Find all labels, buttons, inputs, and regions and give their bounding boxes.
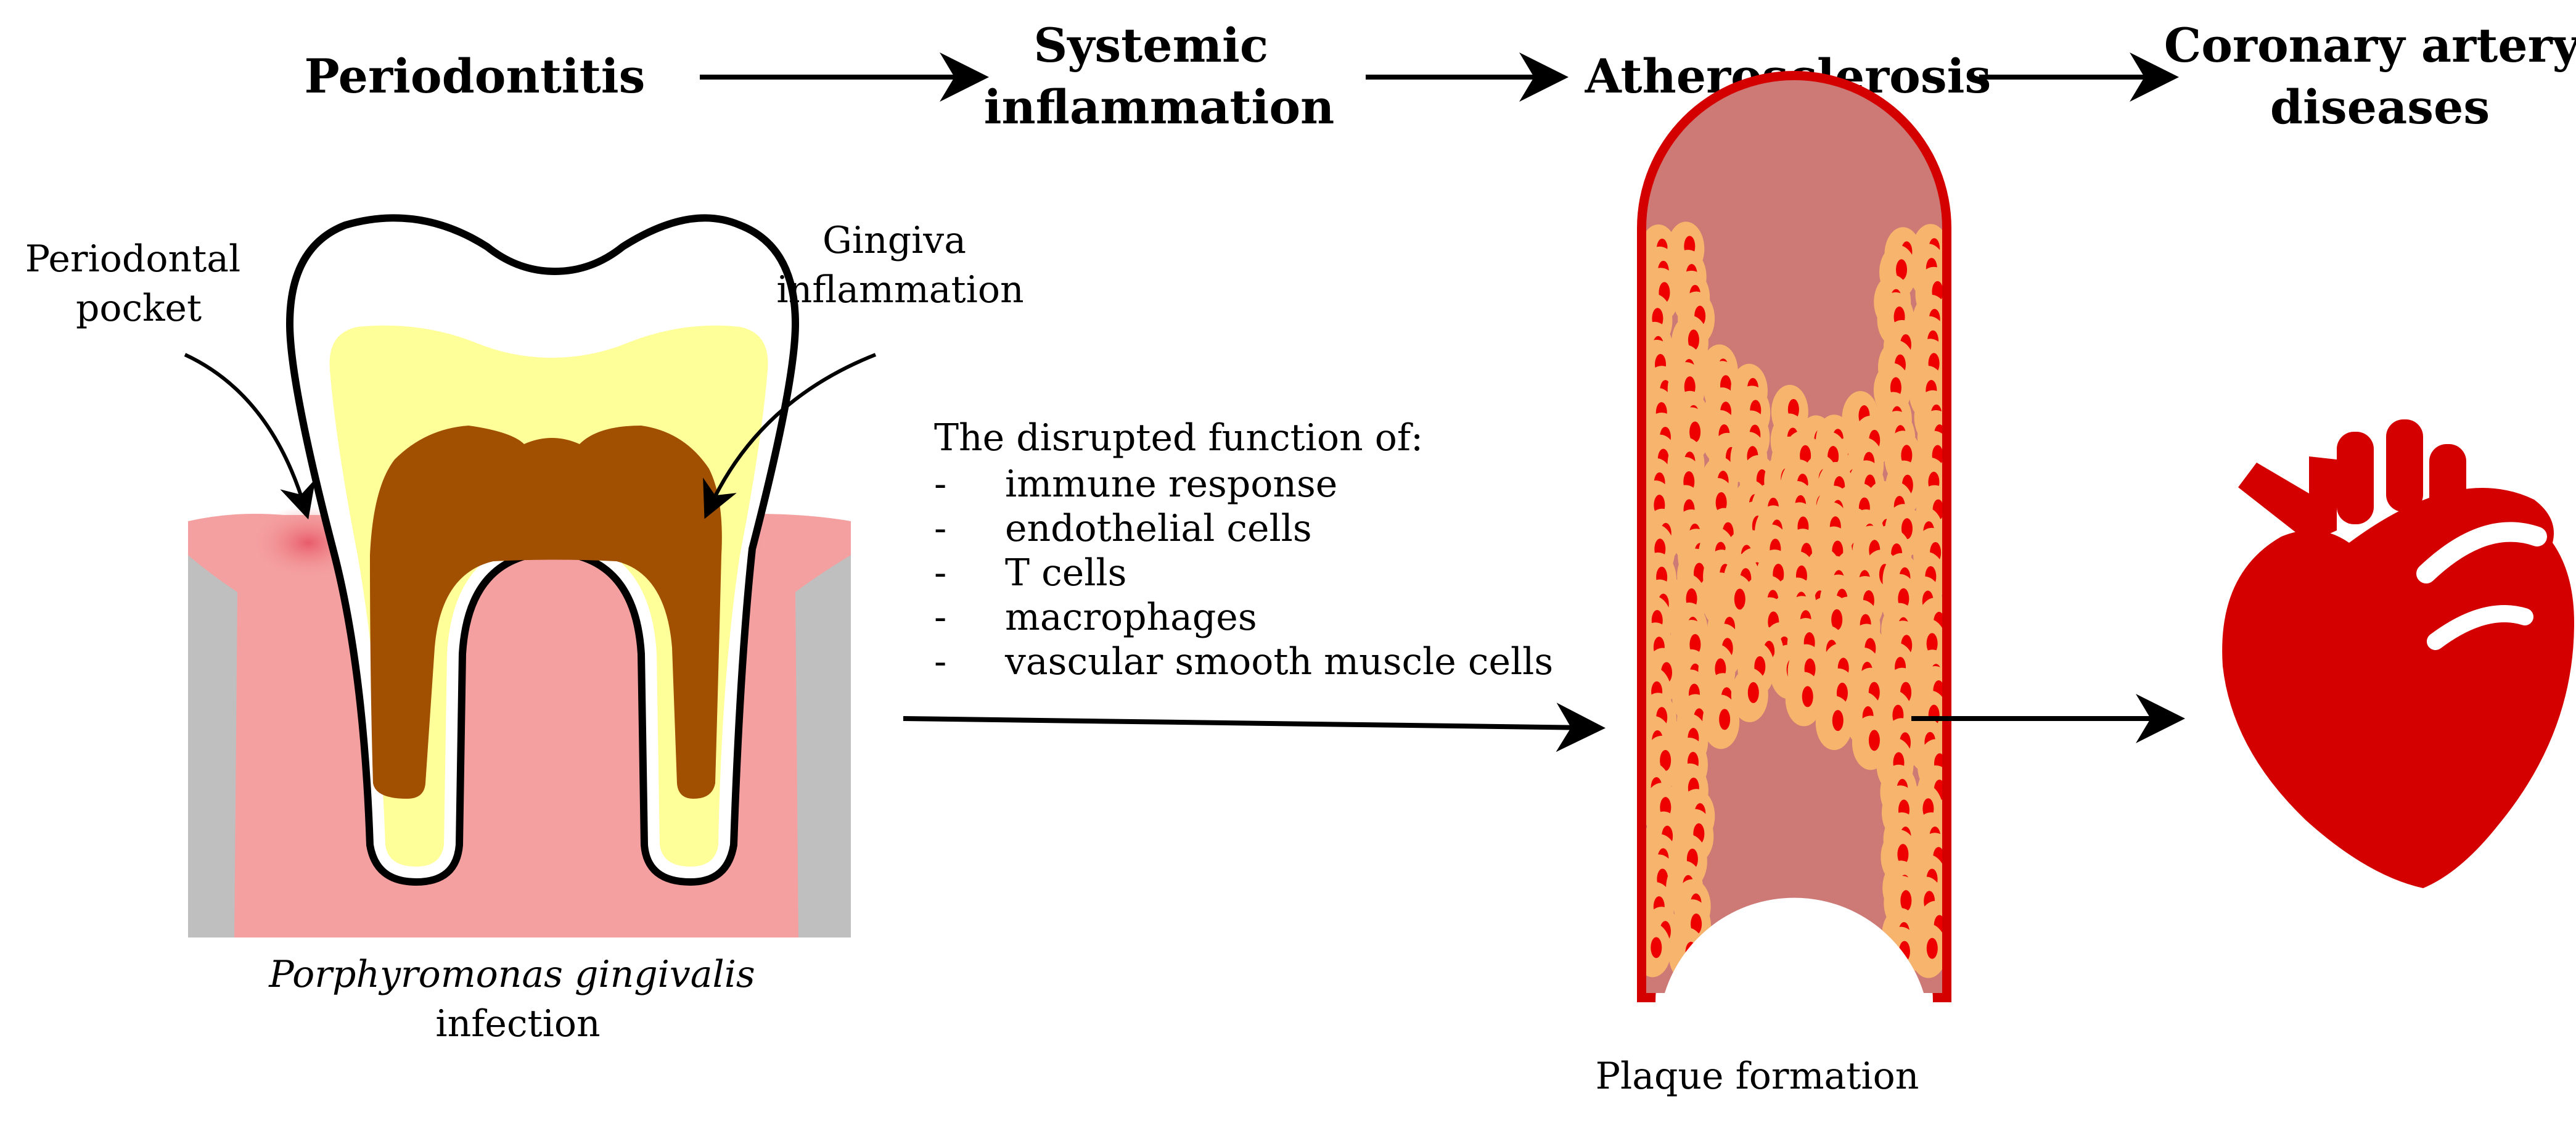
cell-nucleus xyxy=(1926,938,1938,959)
cell-nucleus xyxy=(1688,329,1699,351)
cell-nucleus xyxy=(1685,941,1697,963)
long-arrow-to-artery xyxy=(903,703,1606,752)
cell-nucleus xyxy=(1719,709,1731,730)
cell-nucleus xyxy=(1689,421,1701,443)
label-periodontal-pocket: Periodontal pocket xyxy=(25,237,253,330)
gingiva-arrow xyxy=(703,353,877,519)
caption-plaque-formation: Plaque formation xyxy=(1596,1055,1919,1098)
disruption-list: - immune response - endothelial cells - T cel… xyxy=(934,463,1553,683)
list-item: macrophages xyxy=(1005,596,1257,639)
cell-nucleus xyxy=(1747,682,1759,703)
list-bullet: - xyxy=(934,463,946,506)
cell-nucleus xyxy=(1896,259,1908,281)
cell-nucleus xyxy=(1901,518,1913,540)
cell-nucleus xyxy=(1651,937,1662,958)
cell-nucleus xyxy=(1832,710,1844,731)
label-gingiva-inflammation: Gingiva inflammation xyxy=(776,219,1023,311)
list-item: immune response xyxy=(1005,463,1337,506)
plaque-cell xyxy=(1668,927,1706,982)
cell-nucleus xyxy=(1900,890,1912,912)
list-item: T cells xyxy=(1005,551,1126,595)
list-item: vascular smooth muscle cells xyxy=(1004,640,1553,683)
tooth-illustration xyxy=(184,214,877,938)
cell-nucleus xyxy=(1715,492,1727,513)
cell-nucleus xyxy=(1898,941,1910,962)
list-bullet: - xyxy=(934,596,946,639)
list-bullet: - xyxy=(934,640,946,683)
caption-infection: Porphyromonas gingivalis infection xyxy=(268,953,767,1045)
cell-nucleus xyxy=(1868,730,1880,751)
cell-nucleus xyxy=(1802,686,1813,707)
heart-icon xyxy=(2222,419,2574,888)
heading-coronary-artery-diseases: Coronary artery diseases xyxy=(2164,18,2576,134)
cell-nucleus xyxy=(1734,588,1745,610)
list-bullet: - xyxy=(934,507,946,550)
cell-nucleus xyxy=(1926,633,1938,654)
artery-illustration xyxy=(1637,71,1951,1002)
cell-nucleus xyxy=(1897,844,1909,865)
cell-nucleus xyxy=(1831,609,1843,630)
list-bullet: - xyxy=(934,551,946,595)
heading-periodontitis: Periodontitis xyxy=(305,49,646,104)
plaque-deposits xyxy=(1646,221,1942,982)
pulp xyxy=(370,426,722,799)
pocket-arrow xyxy=(184,353,316,520)
disruption-heading: The disrupted function of: xyxy=(934,416,1423,459)
list-item: endothelial cells xyxy=(1005,507,1312,550)
cell-nucleus xyxy=(1660,749,1672,771)
plaque-cell xyxy=(1882,926,1919,981)
heading-systemic-inflammation: Systemic inflammation xyxy=(984,18,1335,134)
